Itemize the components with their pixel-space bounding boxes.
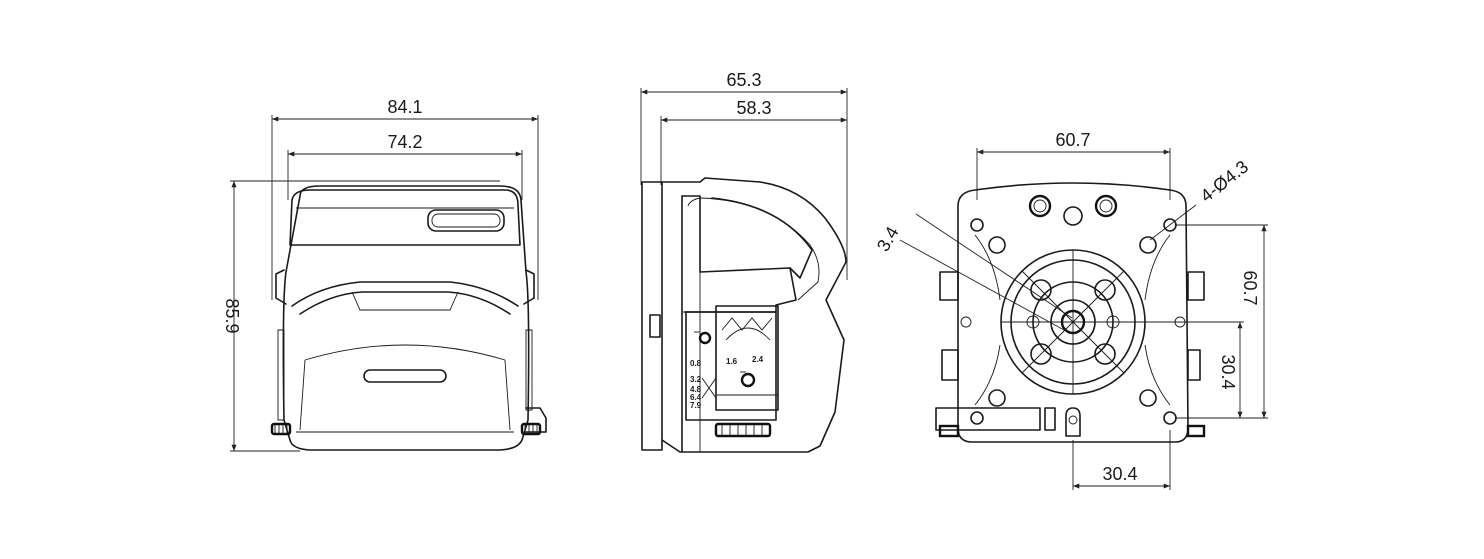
front-width-inner-label: 74.2	[387, 132, 422, 152]
side-depth-inner-label: 58.3	[736, 98, 771, 118]
mount-plate	[957, 182, 1189, 443]
tube-label-1: 0.8	[690, 359, 702, 368]
side-view: 65.3 58.3 0.8 3.2 4.8 6.4 7.9 1.6 2.4	[640, 70, 848, 453]
wall-label-2: 2.4	[752, 355, 764, 364]
center-offset-y-label: 30.4	[1218, 354, 1238, 389]
tube-label-4: 6.4	[690, 393, 702, 402]
front-width-outer-label: 84.1	[387, 97, 422, 117]
hole-callout-label: 4-Ø4.3	[1196, 156, 1252, 206]
mount-height-label: 60.7	[1240, 270, 1260, 305]
mount-width-label: 60.7	[1055, 130, 1090, 150]
shaft-dim-label: 3.4	[873, 223, 903, 255]
mount-view: 60.7 60.7 30.4 30.4 4-Ø4.3 3.4	[873, 130, 1268, 490]
side-depth-outer-label: 65.3	[726, 70, 761, 90]
wall-label-1: 1.6	[726, 357, 738, 366]
center-offset-x-label: 30.4	[1102, 464, 1137, 484]
front-height-label: 85.9	[222, 298, 242, 333]
tube-label-5: 7.9	[690, 401, 702, 410]
tube-label-2: 3.2	[690, 375, 702, 384]
front-view: 84.1 74.2 85.9	[222, 97, 547, 452]
tube-label-3: 4.8	[690, 385, 702, 394]
